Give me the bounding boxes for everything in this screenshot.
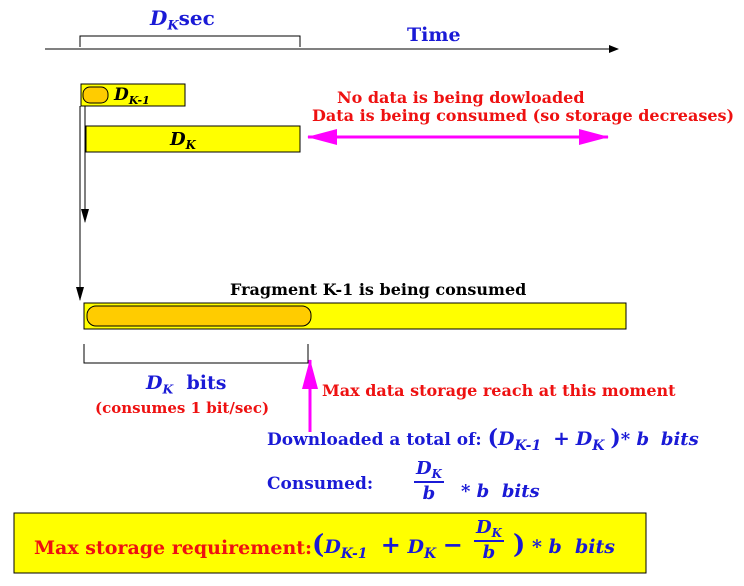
max-storage-box	[13, 512, 647, 574]
max-storage-fraction: DK b	[474, 517, 504, 564]
consumed-label: Consumed:	[267, 474, 374, 494]
time-label: Time	[407, 24, 461, 46]
dk-sec-bracket	[79, 35, 301, 47]
consumption-rate: (consumes 1 bit/sec)	[95, 399, 270, 417]
dk-sec-label: DKsec	[150, 6, 215, 34]
bar-dk-minus-1-inner	[82, 86, 109, 104]
dk-label: DK	[170, 129, 196, 153]
max-storage-tail: ) * b bits	[513, 530, 615, 560]
bar-fragment-inner	[86, 305, 312, 327]
fragment-label: Fragment K-1 is being consumed	[230, 280, 527, 299]
max-moment-note: Max data storage reach at this moment	[322, 381, 676, 400]
dk-bits-label: DK bits	[146, 372, 227, 397]
no-data-note: No data is being dowloaded	[337, 88, 585, 107]
consumed-fraction: DK b	[414, 458, 444, 505]
downloaded-line: Downloaded a total of: (DK-1 + DK )* b b…	[267, 425, 699, 454]
consumed-times: * b bits	[461, 481, 540, 502]
consumed-note: Data is being consumed (so storage decre…	[312, 106, 735, 125]
downloaded-label: Downloaded a total of:	[267, 430, 482, 450]
max-storage-label: Max storage requirement:	[34, 537, 313, 559]
dk-minus-1-label: DK-1	[114, 85, 150, 107]
max-storage-formula: (DK-1 + DK −	[312, 530, 463, 562]
dk-bits-bracket	[83, 344, 309, 364]
bar-dk	[85, 125, 301, 153]
